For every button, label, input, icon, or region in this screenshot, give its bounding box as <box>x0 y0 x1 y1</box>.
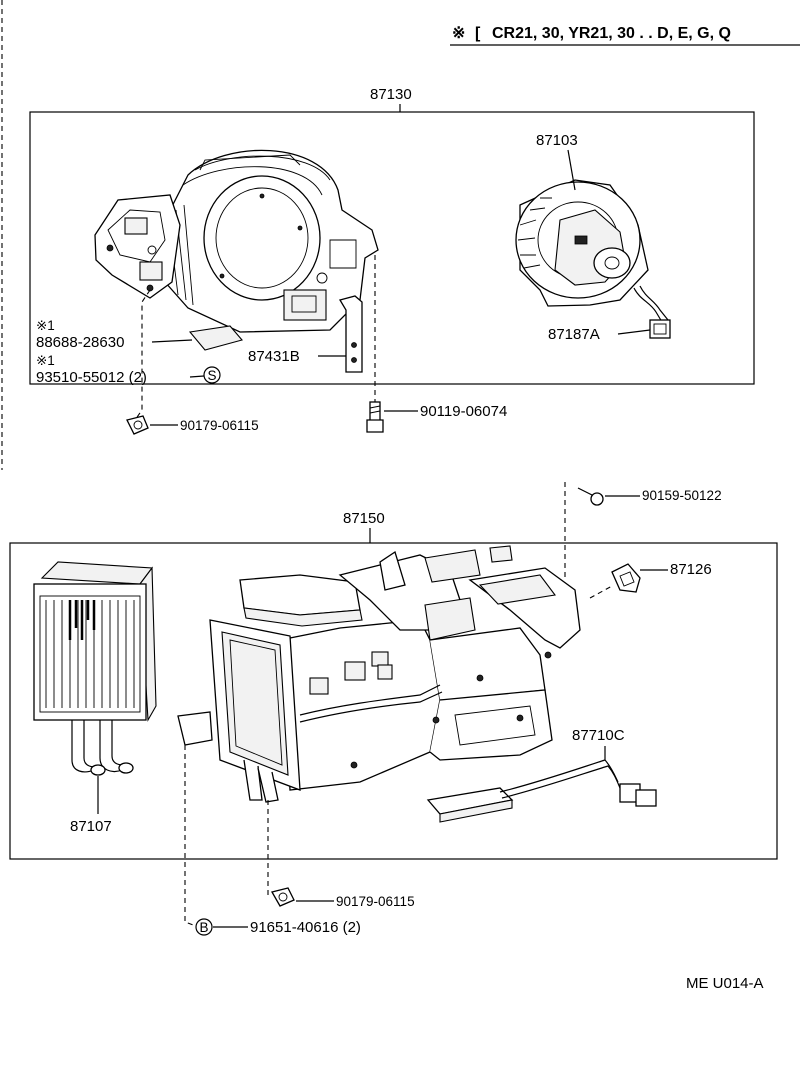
blower-housing <box>159 149 379 333</box>
leader-blower-motor <box>567 149 576 191</box>
applicability-header: ※ [ CR21, 30, YR21, 30 . . D, E, G, Q <box>450 25 800 46</box>
label-clip: 93510-55012 (2) <box>36 369 147 386</box>
wire-harness-part <box>426 759 657 823</box>
bolt-upper-part <box>366 401 384 433</box>
clamp-part <box>611 563 641 593</box>
clip-marker: S <box>207 368 216 383</box>
leader-clip <box>189 375 205 378</box>
heater-case-part <box>239 545 581 791</box>
label-nut-upper: 90179-06115 <box>180 418 259 433</box>
blower-intake-actuator <box>94 194 181 299</box>
label-clamp: 87126 <box>670 561 712 578</box>
dash-nut-upper <box>134 289 151 421</box>
header-bracket: [ <box>475 25 481 42</box>
dash-bolt-lower <box>184 745 197 927</box>
header-applicability: CR21, 30, YR21, 30 . . D, E, G, Q <box>492 25 731 42</box>
heater-core-part <box>33 561 157 776</box>
blower-motor-part <box>515 179 649 307</box>
header-symbol: ※ <box>452 25 465 42</box>
label-wire-harness: 87710C <box>572 727 625 744</box>
label-seal: 88688-28630 <box>36 334 124 351</box>
nut-lower-part <box>271 887 295 907</box>
heater-unit-frame <box>9 542 778 860</box>
footer-code: ME U014-A <box>686 975 764 992</box>
heater-front-frame <box>177 619 301 803</box>
label-heater-core: 87107 <box>70 818 112 835</box>
label-bolt-upper: 90119-06074 <box>420 403 507 420</box>
label-clip-note: ※1 <box>36 353 55 368</box>
label-blower-assembly: 87130 <box>370 86 412 103</box>
label-heater-unit: 87150 <box>343 510 385 527</box>
nut-upper-part <box>126 415 149 435</box>
leader-connector-upper <box>617 329 651 335</box>
label-screw-right: 90159-50122 <box>642 488 722 503</box>
label-blower-motor: 87103 <box>536 132 578 149</box>
dash-clamp <box>589 585 613 599</box>
bolt-lower-marker: B <box>199 920 208 935</box>
bracket-part <box>338 295 363 373</box>
seal-part <box>188 325 243 351</box>
label-bolt-lower: 91651-40616 (2) <box>250 919 361 936</box>
label-nut-lower: 90179-06115 <box>336 894 415 909</box>
bolt-lower-marker-symbol: B <box>195 918 213 936</box>
label-bracket: 87431B <box>248 348 300 365</box>
clip-marker-symbol: S <box>203 366 221 384</box>
blower-assembly-frame <box>29 111 755 385</box>
label-seal-note: ※1 <box>36 318 55 333</box>
connector-upper-part <box>633 285 671 339</box>
label-connector-upper: 87187A <box>548 326 600 343</box>
leader-seal <box>151 339 193 343</box>
screw-right-part <box>577 487 604 506</box>
